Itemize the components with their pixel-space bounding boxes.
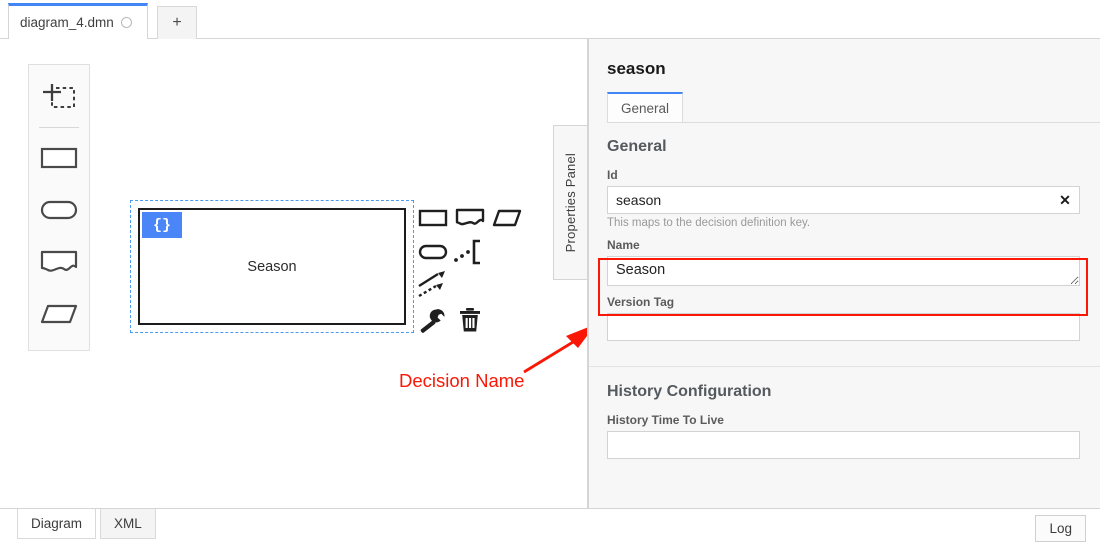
field-version-tag-input-wrap: [607, 313, 1080, 341]
palette-item-knowledge-source[interactable]: [29, 236, 89, 288]
group-history-configuration-title: History Configuration: [607, 383, 772, 400]
field-name-label: Name: [607, 238, 640, 252]
lasso-tool-icon: [43, 84, 75, 108]
group-general-title: General: [607, 138, 667, 155]
group-general: General Id ✕ This maps to the decision d…: [589, 122, 1100, 366]
palette: [28, 64, 90, 351]
id-input[interactable]: [607, 186, 1080, 214]
decision-shape-icon: [40, 147, 78, 169]
palette-divider: [39, 127, 79, 128]
field-history-time-to-live-input-wrap: [607, 431, 1080, 459]
context-pad-delete[interactable]: [453, 304, 487, 336]
field-name: Name: [607, 238, 1080, 286]
input-data-shape-icon: [40, 200, 78, 220]
field-history-time-to-live-label: History Time To Live: [607, 413, 724, 427]
decision-shape-label: Season: [247, 258, 297, 275]
annotation-label-decision-name: Decision Name: [399, 370, 525, 391]
tab-diagram-4-dmn[interactable]: diagram_4.dmn: [8, 3, 148, 39]
curly-braces-icon: {}: [152, 216, 171, 234]
decision-logic-badge[interactable]: {}: [142, 212, 182, 238]
context-pad: [416, 201, 528, 337]
context-pad-edit-properties[interactable]: [416, 304, 450, 336]
plus-icon: +: [172, 14, 182, 31]
bkm-shape-icon: [492, 209, 522, 227]
properties-panel-body: General Id ✕ This maps to the decision d…: [589, 122, 1100, 508]
palette-item-input-data[interactable]: [29, 184, 89, 236]
context-pad-append-input-data[interactable]: [416, 236, 450, 268]
decision-shape-icon: [418, 209, 448, 227]
properties-panel-element-title: season: [607, 59, 666, 78]
selection-outline: [130, 200, 414, 333]
context-pad-connect[interactable]: [416, 270, 450, 302]
version-tag-input[interactable]: [607, 313, 1080, 341]
tab-file-label: diagram_4.dmn: [20, 15, 114, 30]
history-time-to-live-input[interactable]: [607, 431, 1080, 459]
bkm-shape-icon: [40, 304, 78, 324]
input-data-shape-icon: [418, 244, 448, 260]
tab-general-label: General: [621, 100, 670, 116]
add-tab-button[interactable]: +: [157, 6, 197, 39]
bottom-tab-xml[interactable]: XML: [100, 509, 156, 539]
properties-panel-tabs: General: [607, 92, 1100, 123]
bottom-tab-xml-label: XML: [114, 516, 142, 531]
context-pad-append-decision[interactable]: [416, 202, 450, 234]
field-version-tag-label: Version Tag: [607, 295, 675, 309]
context-pad-row-4: [416, 303, 528, 337]
bottom-tab-diagram[interactable]: Diagram: [17, 509, 97, 539]
connect-arrows-icon: [418, 271, 445, 298]
context-pad-row-1: [416, 201, 528, 235]
log-button[interactable]: Log: [1035, 515, 1086, 542]
context-pad-row-3: [416, 269, 528, 303]
group-history-configuration: History Configuration History Time To Li…: [589, 366, 1100, 484]
text-annotation-icon: [454, 239, 480, 265]
editor-tab-bar: diagram_4.dmn +: [0, 0, 1100, 39]
field-history-time-to-live: History Time To Live: [607, 413, 1080, 459]
palette-item-decision[interactable]: [29, 132, 89, 184]
diagram-canvas[interactable]: Season {}: [0, 39, 588, 509]
properties-panel: season General General Id ✕ This maps to…: [588, 39, 1100, 509]
tab-general[interactable]: General: [607, 92, 684, 122]
field-id-hint: This maps to the decision definition key…: [607, 217, 811, 229]
knowledge-source-shape-icon: [40, 250, 78, 272]
field-id: Id ✕ This maps to the decision definitio…: [607, 168, 1080, 229]
palette-item-lasso-tool[interactable]: [29, 73, 89, 125]
context-pad-append-business-knowledge-model[interactable]: [490, 202, 524, 234]
field-version-tag: Version Tag: [607, 295, 1080, 341]
context-pad-row-2: [416, 235, 528, 269]
wrench-icon: [420, 309, 445, 333]
unsaved-circle-icon[interactable]: [120, 17, 132, 28]
field-id-input-wrap: ✕: [607, 186, 1080, 214]
name-textarea[interactable]: [607, 256, 1080, 286]
properties-panel-toggle-label: Properties Panel: [563, 152, 578, 253]
knowledge-source-shape-icon: [455, 208, 485, 226]
trash-icon: [460, 308, 480, 332]
decision-shape-season[interactable]: Season: [138, 208, 406, 325]
field-id-label: Id: [607, 168, 618, 182]
bottom-bar: Diagram XML Log: [0, 509, 1100, 548]
properties-panel-toggle[interactable]: Properties Panel: [553, 125, 587, 280]
log-button-label: Log: [1049, 521, 1072, 536]
bottom-tab-diagram-label: Diagram: [31, 516, 83, 531]
context-pad-append-text-annotation[interactable]: [453, 236, 487, 268]
context-pad-append-knowledge-source[interactable]: [453, 202, 487, 234]
clear-x-icon[interactable]: ✕: [1059, 192, 1071, 208]
palette-item-business-knowledge-model[interactable]: [29, 288, 89, 340]
